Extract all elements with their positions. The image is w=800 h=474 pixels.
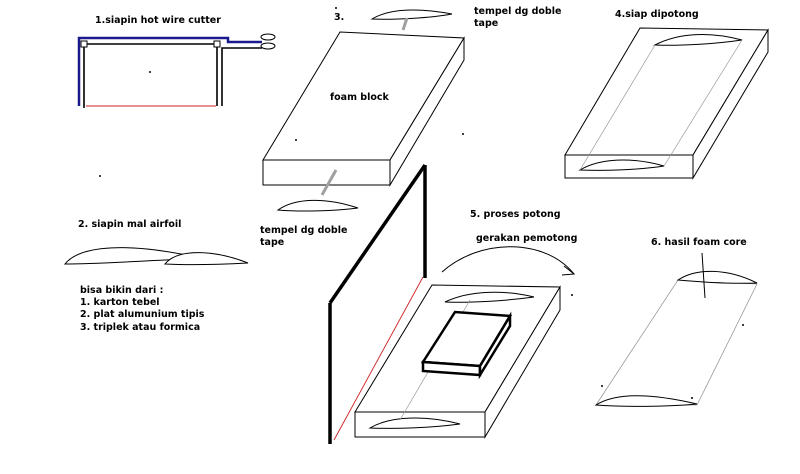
cut-motion-arrow [441, 246, 575, 275]
tape-label-top-2: tape [474, 18, 498, 29]
foam-core-airfoil-top [676, 270, 758, 284]
foam-core-airfoil-bottom [594, 395, 698, 407]
materials-heading: bisa bikin dari : [80, 285, 163, 296]
dot-mark [571, 294, 573, 296]
step1-title: 1.siapin hot wire cutter [95, 15, 221, 26]
cutter-bow-top [328, 164, 427, 304]
plug-top [260, 33, 276, 41]
foam-block-front-face [262, 159, 391, 186]
step5-title: 5. proses potong [470, 209, 561, 220]
plug-bottom [260, 42, 276, 50]
cut-piece-side [478, 311, 512, 380]
tape-bottom [320, 169, 338, 196]
airfoil-top [370, 9, 453, 20]
cutter-frame-blue [77, 36, 262, 106]
foam-block-side-face [389, 36, 465, 187]
foam-block-label: foam block [330, 92, 389, 103]
step4-title: 4.siap dipotong [615, 9, 699, 20]
material-item-2: 2. plat alumunium tipis [80, 309, 205, 320]
cut-motion-arrowhead [561, 265, 576, 276]
step3-title: 3. [334, 12, 344, 23]
step6-title: 6. hasil foam core [651, 237, 747, 248]
step2-title: 2. siapin mal airfoil [78, 219, 181, 230]
dot-mark [742, 324, 744, 326]
label-pointer [701, 252, 706, 299]
dot-mark [691, 397, 693, 399]
tape-label-top-1: tempel dg doble [474, 6, 561, 17]
dot-mark [462, 133, 464, 135]
material-item-3: 3. triplek atau formica [80, 322, 200, 333]
cutter-frame-black [83, 43, 262, 108]
tape-label-bottom-1: tempel dg doble [260, 225, 347, 236]
step2-airfoil-templates: 2. siapin mal airfoil bisa bikin dari : … [63, 175, 249, 333]
block4-side-face [692, 28, 769, 180]
airfoil-bottom [276, 199, 359, 212]
step3-foam-block: 3. tempel dg doble tape foam block tempe… [260, 6, 561, 248]
dot-mark [295, 139, 297, 141]
frame-joint-left [80, 40, 88, 48]
dot-mark [601, 385, 603, 387]
step6-foam-core-result: 6. hasil foam core [594, 237, 758, 407]
airfoil-bottom-5 [368, 417, 461, 429]
block5-side-face [484, 285, 561, 439]
airfoil-top-5 [444, 291, 535, 303]
frame-joint-right [213, 40, 221, 48]
guide-line-1 [579, 44, 656, 171]
dot-mark [335, 7, 337, 9]
step4-ready-to-cut: 4.siap dipotong [564, 9, 769, 180]
tape-top [401, 17, 409, 31]
dot-mark [149, 71, 151, 73]
step5-cutting-process: 5. proses potong gerakan pemotong [328, 164, 577, 444]
guide-line-2 [663, 39, 743, 167]
step1-hot-wire-cutter: 1.siapin hot wire cutter [77, 15, 276, 108]
foam-core-outline [595, 279, 758, 406]
dot-mark [99, 175, 101, 177]
material-item-1: 1. karton tebel [80, 297, 160, 308]
airfoil-template-2 [163, 252, 249, 266]
cutter-hot-wire [333, 276, 424, 441]
cut-motion-label: gerakan pemotong [476, 233, 577, 244]
tape-label-bottom-2: tape [260, 237, 284, 248]
